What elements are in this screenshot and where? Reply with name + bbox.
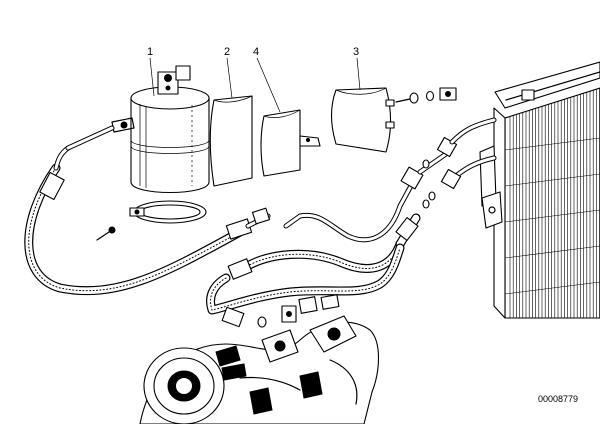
heat-shield-3 xyxy=(330,87,395,153)
hose-right xyxy=(206,213,421,315)
liquid-line xyxy=(283,117,497,243)
callout-2: 2 xyxy=(224,46,233,99)
svg-text:2: 2 xyxy=(224,46,230,58)
bolt xyxy=(96,226,116,241)
heat-shield-2 xyxy=(209,95,253,187)
svg-text:1: 1 xyxy=(147,46,153,58)
callout-3: 3 xyxy=(353,46,361,91)
fitting-set-upper xyxy=(395,87,457,104)
compressor-fittings xyxy=(221,305,297,328)
heat-shield-4 xyxy=(260,109,321,177)
callout-4: 4 xyxy=(253,46,281,113)
callout-1: 1 xyxy=(147,46,155,97)
svg-text:4: 4 xyxy=(253,46,259,58)
receiver-drier xyxy=(111,65,210,224)
document-id: 00008779 xyxy=(538,394,578,404)
condenser xyxy=(479,61,600,319)
svg-text:3: 3 xyxy=(353,46,359,58)
hose-left xyxy=(24,125,271,296)
compressor xyxy=(139,315,379,424)
